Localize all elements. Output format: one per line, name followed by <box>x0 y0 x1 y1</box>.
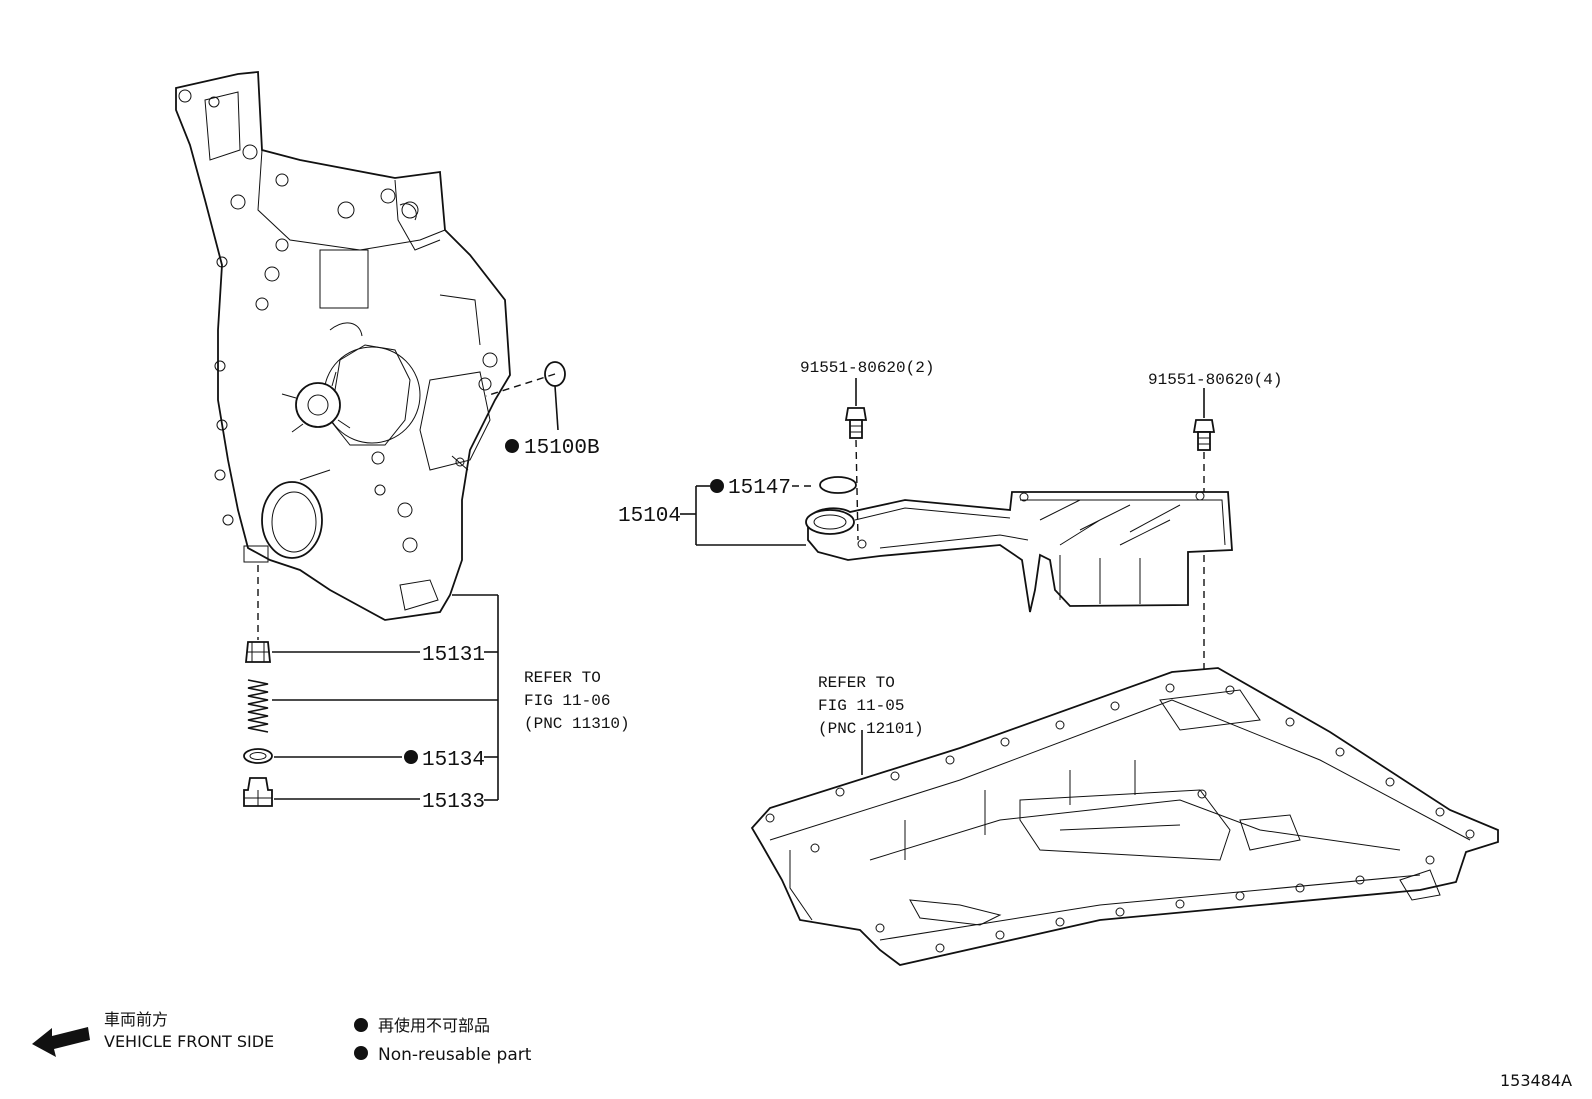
part-number-15147: 15147 <box>728 477 791 500</box>
non-reusable-dot-15147 <box>710 479 724 493</box>
timing-cover-illustration <box>175 71 511 621</box>
oil-pan-illustration <box>750 667 1499 966</box>
non-reusable-jp: 再使用不可部品 <box>378 1016 490 1035</box>
refer-right-line2: FIG 11-05 <box>818 697 904 715</box>
filled-circle-icon <box>354 1046 368 1060</box>
plug-15133 <box>243 777 273 807</box>
non-reusable-dot-15134 <box>404 750 418 764</box>
part-number-bolt-b: 91551-80620(4) <box>1148 371 1282 389</box>
vehicle-front-legend: 車両前方 VEHICLE FRONT SIDE <box>32 1010 274 1057</box>
figure-id: 153484A <box>1500 1071 1572 1090</box>
part-number-15133: 15133 <box>422 791 485 814</box>
part-number-15100b: 15100B <box>524 437 600 460</box>
vehicle-front-en: VEHICLE FRONT SIDE <box>104 1032 274 1051</box>
arrow-left-icon <box>32 1027 90 1057</box>
gasket-15134 <box>243 748 273 764</box>
relief-spring <box>247 679 269 733</box>
refer-right-line3: (PNC 12101) <box>818 720 924 738</box>
refer-left-line2: FIG 11-06 <box>524 692 610 710</box>
non-reusable-en: Non-reusable part <box>378 1045 532 1065</box>
refer-left-line1: REFER TO <box>524 669 601 687</box>
bolt-91551-80620-b <box>1192 419 1216 451</box>
refer-right-line1: REFER TO <box>818 674 895 692</box>
bolt-91551-80620-a <box>844 407 868 439</box>
oil-strainer-illustration <box>805 491 1233 613</box>
non-reusable-legend: 再使用不可部品 Non-reusable part <box>354 1016 532 1065</box>
part-number-bolt-a: 91551-80620(2) <box>800 359 934 377</box>
vehicle-front-jp: 車両前方 <box>104 1010 168 1029</box>
part-number-15131: 15131 <box>422 644 485 667</box>
part-number-15134: 15134 <box>422 749 485 772</box>
part-number-15104: 15104 <box>618 505 681 528</box>
filled-circle-icon <box>354 1018 368 1032</box>
plug-15131 <box>245 641 271 663</box>
gasket-15147 <box>819 476 857 494</box>
non-reusable-dot-15100b <box>505 439 519 453</box>
refer-left-line3: (PNC 11310) <box>524 715 630 733</box>
